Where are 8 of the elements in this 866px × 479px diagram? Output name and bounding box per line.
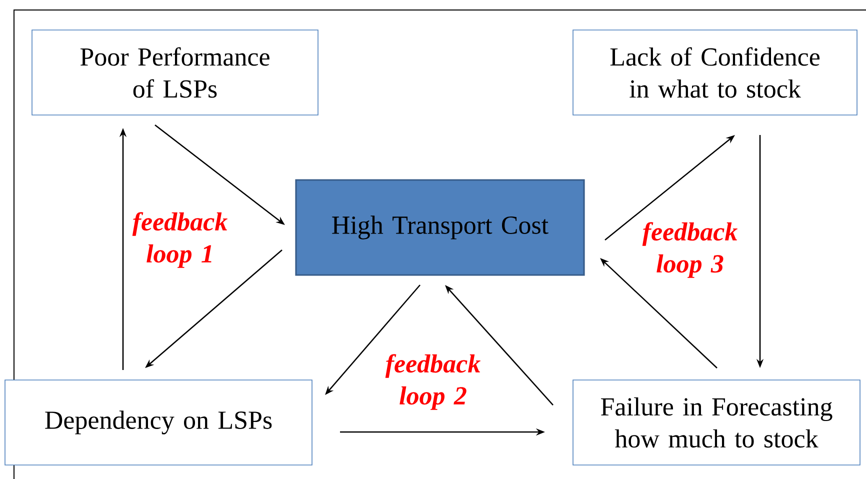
loop-label: feedback loop 2	[385, 354, 480, 410]
loop-label: feedback loop 1	[132, 212, 228, 268]
cause-box: Poor Performance of LSPs	[32, 30, 318, 116]
cause-box: Dependency on LSPs	[4, 380, 312, 466]
loop-label: feedback loop 3	[642, 222, 738, 278]
cause-box: Failure in Forecasting how much to stock	[572, 380, 860, 466]
main-box: High Transport Cost	[295, 179, 585, 276]
cause-box: Lack of Confidence in what to stock	[572, 30, 858, 116]
